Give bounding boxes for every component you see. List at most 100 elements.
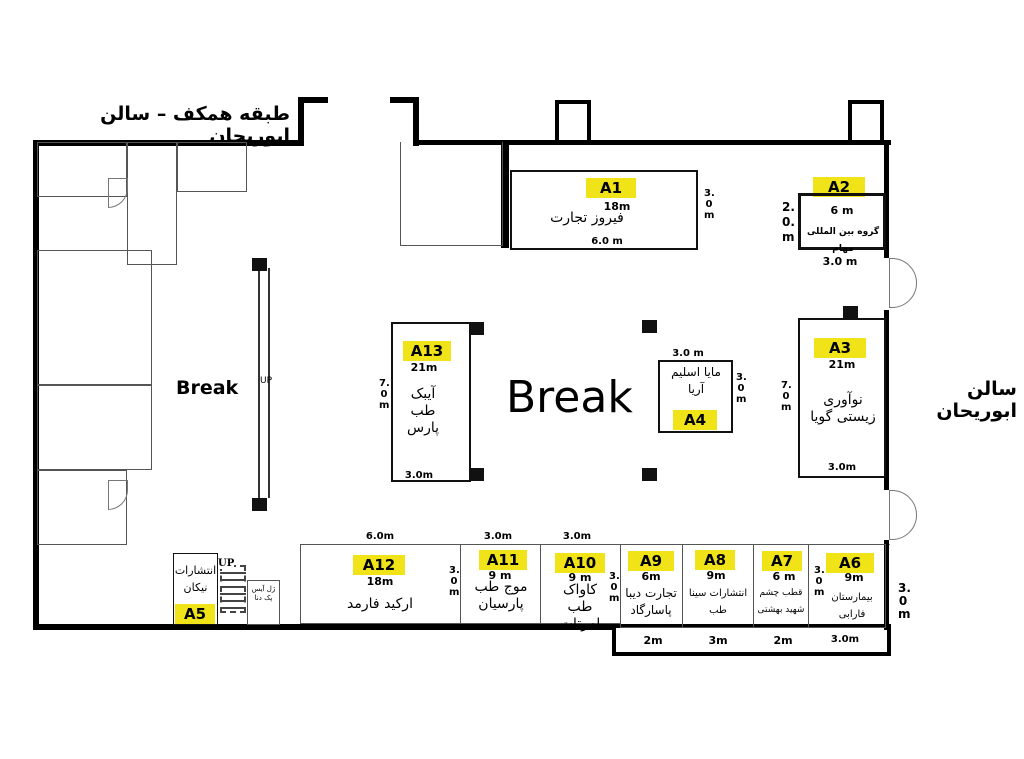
booth-depth: 3.0m — [814, 565, 825, 598]
room — [127, 142, 177, 265]
booth-a8[interactable]: A8 9m انتشارات سینا طب — [682, 544, 754, 628]
booth-id: A7 — [762, 551, 802, 571]
booth-id: A9 — [628, 551, 674, 571]
booth-a13[interactable]: A13 21m آیبک طب پارس 3.0m — [391, 322, 471, 482]
booth-depth: 3.0m — [736, 372, 747, 405]
bottom-right-block — [612, 624, 891, 656]
wall-entrance-top — [390, 97, 418, 103]
booth-width: 3.0m — [827, 462, 857, 473]
column — [642, 320, 657, 333]
booth-a12[interactable]: A12 18m ارکید فارمد 3.0m — [300, 544, 461, 624]
side-hall-label: سالن ابوریحان — [936, 378, 1017, 422]
booth-id: A13 — [403, 341, 451, 361]
column — [252, 498, 267, 511]
wall-right — [884, 310, 889, 490]
booth-area: 18m — [603, 200, 631, 213]
booth-width: 2m — [773, 634, 793, 647]
wall-top-right — [413, 140, 891, 145]
booth-name: انتشارات نیکان — [174, 564, 217, 594]
booth-area: 6m — [641, 570, 661, 583]
booth-id: A4 — [673, 410, 717, 430]
column — [469, 468, 484, 481]
column — [469, 322, 484, 335]
booth-area: 18m — [366, 575, 394, 588]
wall-right-lower — [884, 540, 889, 630]
booth-id: A2 — [813, 177, 865, 197]
wall-right — [884, 140, 889, 258]
wall-top-left — [35, 140, 303, 146]
booth-area: 21m — [410, 361, 438, 374]
wall-divider — [501, 142, 509, 248]
booth-depth: 3.0m — [609, 571, 620, 604]
booth-area: 21m — [828, 358, 856, 371]
booth-area: 6 m — [772, 570, 796, 583]
booth-a10[interactable]: A10 9 m کاواک طب امرتات 3.0m — [540, 544, 621, 632]
booth-width: 3.0 m — [672, 348, 704, 359]
door[interactable] — [889, 258, 917, 308]
door[interactable] — [889, 490, 917, 540]
booth-id: A12 — [353, 555, 405, 575]
booth-a5[interactable]: انتشارات نیکان A5 — [173, 553, 218, 625]
booth-name: ژل آیس پک دنا — [251, 585, 276, 602]
shaft — [848, 100, 884, 142]
booth-width: 3.0m — [404, 470, 434, 481]
booth-depth: 7.0m — [379, 378, 390, 411]
booth-name: ارکید فارمد — [347, 596, 413, 612]
booth-name: گروه بین المللی مهام — [806, 227, 880, 254]
door[interactable] — [108, 178, 128, 208]
booth-a11[interactable]: A11 9 m موج طب پارسیان — [460, 544, 541, 624]
booth-id: A5 — [175, 604, 215, 624]
room — [37, 385, 152, 470]
booth-width: 6.0m — [365, 531, 395, 542]
booth-id: A8 — [695, 550, 735, 570]
column — [252, 258, 267, 271]
break-left-label: Break — [176, 377, 239, 399]
wall-entrance-right — [413, 97, 419, 146]
booth-a3[interactable]: A3 21m نوآوری زیستی گویا 3.0m — [798, 318, 886, 478]
booth-depth: 7.0m — [781, 380, 792, 413]
booth-area: 9m — [844, 571, 864, 584]
booth-name: قطب چشم شهید بهشتی — [757, 588, 805, 615]
ramp — [258, 268, 270, 498]
booth-name: کاواک طب امرتات — [559, 582, 601, 632]
booth-width: 3.0m — [483, 531, 513, 542]
booth-name: انتشارات سینا طب — [688, 588, 748, 616]
break-center-label: Break — [506, 372, 633, 423]
small-booth[interactable]: ژل آیس پک دنا — [247, 580, 280, 625]
up-label: UP — [218, 558, 235, 569]
wall-entrance-top — [298, 97, 328, 103]
wall-left — [33, 140, 39, 630]
booth-width: 3.0m — [830, 634, 860, 645]
booth-width: 3.0 m — [822, 255, 858, 268]
room — [37, 470, 127, 545]
booth-id: A11 — [479, 550, 527, 570]
column — [642, 468, 657, 481]
room — [177, 142, 247, 192]
booth-depth: 3.0m — [449, 565, 460, 598]
booth-id: A3 — [814, 338, 866, 358]
booth-a4[interactable]: مایا اسلیم آریا A4 — [658, 360, 733, 433]
booth-id: A1 — [586, 178, 636, 198]
booth-name: فیروز تجارت — [550, 210, 624, 226]
wall-bottom — [33, 624, 615, 630]
booth-a7[interactable]: A7 6 m قطب چشم شهید بهشتی — [753, 544, 809, 628]
room-outline — [400, 142, 503, 246]
booth-id: A6 — [826, 553, 874, 573]
booth-a9[interactable]: A9 6m تجارت دیبا پاسارگاد — [620, 544, 683, 628]
booth-area: 9 m — [488, 569, 512, 582]
shaft — [555, 100, 591, 142]
booth-width: 6.0 m — [591, 236, 623, 247]
booth-a1[interactable]: A1 18m فیروز تجارت 6.0 m — [510, 170, 698, 250]
booth-depth: 3.0m — [704, 188, 715, 221]
booth-a6[interactable]: A6 9m بیمارستان فارابی 3.0m — [808, 544, 886, 628]
booth-id: A10 — [555, 553, 605, 573]
booth-area: 6 m — [830, 204, 854, 217]
stairs — [220, 565, 246, 613]
room — [37, 250, 152, 385]
booth-area: 9m — [706, 569, 726, 582]
booth-width: 2m — [643, 634, 663, 647]
booth-a2[interactable]: 6 m گروه بین المللی مهام — [798, 193, 886, 254]
booth-name: مایا اسلیم آریا — [671, 365, 721, 396]
column — [843, 306, 858, 319]
booth-name: موج طب پارسیان — [474, 579, 528, 612]
